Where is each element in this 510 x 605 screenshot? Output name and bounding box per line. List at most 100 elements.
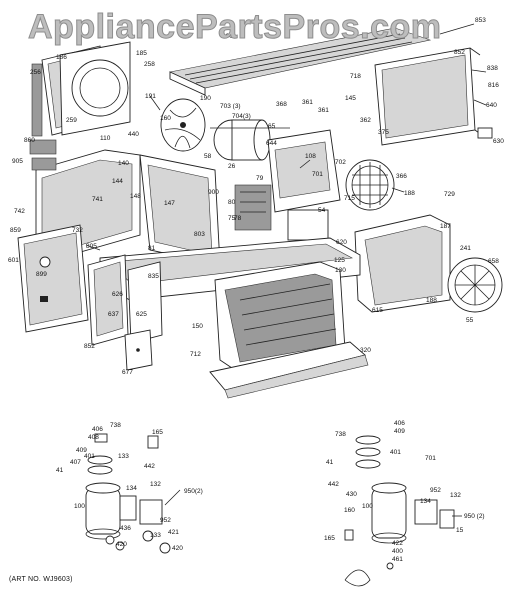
blower-wheel [345,159,395,211]
label-899: 899 [36,271,47,278]
label-400: 400 [392,548,403,555]
label-150: 150 [192,323,203,330]
label-401: 401 [84,453,95,460]
label-408: 408 [88,434,99,441]
label-187: 187 [440,223,451,230]
label-421: 421 [168,529,179,536]
label-290: 290 [222,33,233,40]
label-702: 702 [335,159,346,166]
label-145: 145 [345,95,356,102]
control-box [234,129,341,241]
label-816: 816 [488,82,499,89]
label-188-top: 188 [404,190,415,197]
label-133-top: 133 [118,453,129,460]
label-442: 442 [144,463,155,470]
label-859: 859 [10,227,21,234]
label-805: 805 [86,243,97,250]
label-630: 630 [493,138,504,145]
label-100: 100 [74,503,85,510]
label-406b: 406 [394,420,405,427]
label-165: 165 [152,429,163,436]
label-950b: 950 (2) [464,513,485,520]
label-144: 144 [112,178,123,185]
label-160b: 160 [344,507,355,514]
bracket [124,329,153,371]
fan-motor [210,119,290,161]
label-80: 80 [228,199,236,206]
label-78: 78 [234,215,242,222]
label-860: 860 [24,137,35,144]
label-361-dup: 361 [302,99,313,106]
label-190: 190 [200,95,211,102]
label-361: 361 [318,107,329,114]
art-number: (ART NO. WJ9603) [9,576,73,583]
label-835: 835 [148,273,159,280]
label-852b: 852 [84,343,95,350]
label-409: 409 [76,447,87,454]
label-125: 125 [334,257,345,264]
label-422: 422 [392,540,403,547]
label-658: 658 [488,258,499,265]
label-637: 637 [108,311,119,318]
label-741: 741 [92,196,103,203]
label-704: 704(3) [232,113,251,120]
label-132: 132 [150,481,161,488]
label-703: 703 (3) [220,103,241,110]
label-952b: 952 [430,487,441,494]
label-15: 15 [456,527,464,534]
label-81: 81 [148,245,156,252]
label-41b: 41 [326,459,334,466]
label-442b: 442 [328,481,339,488]
label-258: 258 [144,61,155,68]
label-852: 852 [454,49,465,56]
label-407: 407 [70,459,81,466]
label-147: 147 [164,200,175,207]
label-625: 625 [136,311,147,318]
side-panel-center [127,261,163,344]
label-58: 58 [204,153,212,160]
label-950: 950(2) [184,488,203,495]
label-41: 41 [56,467,64,474]
label-375: 375 [378,129,389,136]
label-65: 65 [268,123,276,130]
front-panel [17,224,89,333]
label-132b: 132 [450,492,461,499]
label-601: 601 [8,257,19,264]
condenser-fan-blade [160,98,206,152]
right-side-panel [374,47,493,146]
label-54: 54 [318,207,326,214]
label-701b: 701 [425,455,436,462]
part-number-labels: 853 290 852 838 816 640 630 186 185 258 … [8,17,504,563]
compressor-right [344,435,455,587]
label-108: 108 [305,153,316,160]
label-110: 110 [100,135,111,142]
label-640: 640 [486,102,497,109]
label-320: 320 [360,347,371,354]
label-26: 26 [228,163,236,170]
label-436: 436 [120,525,131,532]
label-738b: 738 [335,431,346,438]
label-430: 430 [346,491,357,498]
label-409-right: 409 [394,428,405,435]
partition [139,154,221,266]
label-259: 259 [66,117,77,124]
compressor-left [85,433,171,554]
label-952: 952 [160,517,171,524]
label-461: 461 [392,556,403,563]
label-165b: 165 [324,535,335,542]
label-188-bottom: 188 [426,297,437,304]
label-900: 900 [208,189,219,196]
label-420-b: 420 [172,545,183,552]
label-440: 440 [128,131,139,138]
label-838: 838 [487,65,498,72]
label-241: 241 [460,245,471,252]
label-134b: 134 [420,498,431,505]
label-160: 160 [160,115,171,122]
label-701: 701 [312,171,323,178]
label-853: 853 [475,17,486,24]
label-186: 186 [56,54,67,61]
label-626: 626 [112,291,123,298]
label-406: 406 [92,426,103,433]
label-55: 55 [466,317,474,324]
